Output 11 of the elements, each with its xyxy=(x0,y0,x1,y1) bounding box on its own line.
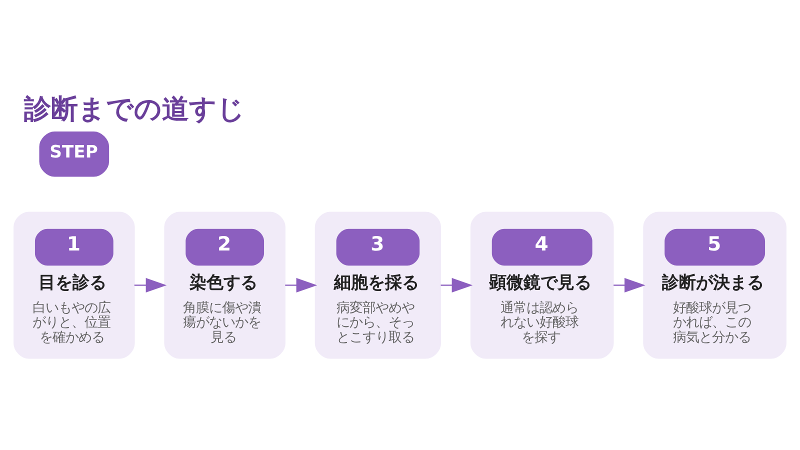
node-box: 3 細胞を採る 病変部やめやにから、そっとこすり取る xyxy=(314,211,442,358)
arrow xyxy=(614,277,646,292)
arrow xyxy=(285,277,318,292)
node-box: 1 目を診る 白いもやの広がりと、位置を確かめる xyxy=(14,211,135,358)
node-box: 5 診断が決まる 好酸球が見つかれば、この病気と分かる xyxy=(643,211,786,358)
label: STEP xyxy=(50,142,98,162)
diagram-title: 診断までの道すじ xyxy=(24,94,245,125)
arrow xyxy=(440,277,473,292)
node-box: 2 染色する 角膜に傷や潰瘍がないかを見る xyxy=(164,211,286,358)
node-box: 4 顕微鏡で見る 通常は認められない好酸球を探す xyxy=(470,211,614,358)
arrow xyxy=(134,277,167,292)
